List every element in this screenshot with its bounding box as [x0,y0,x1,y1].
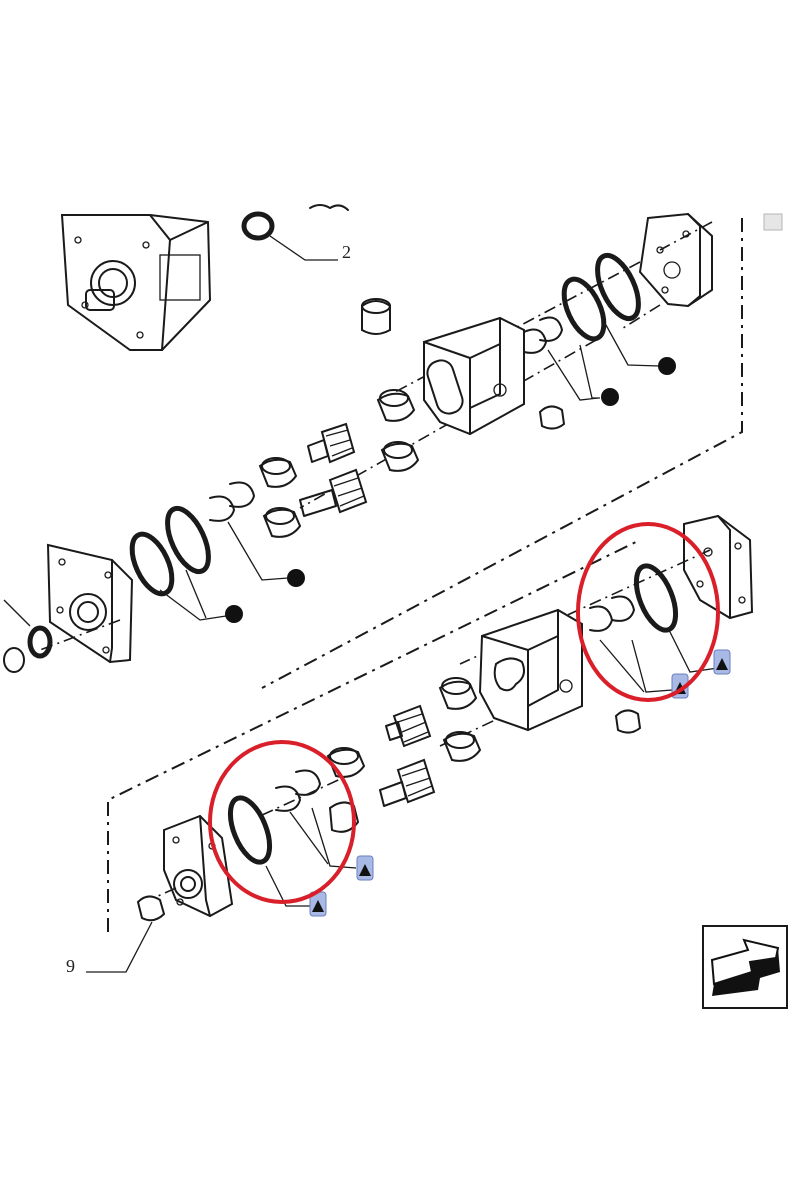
lower-axis-1 [459,549,711,665]
highlight-circle-right [576,522,720,702]
triangle-marker-icon [356,855,374,881]
upper-front-clip-b [209,495,235,522]
upper-seal-ring-b [561,276,607,342]
upper-front-axis [39,619,121,651]
lower-clip-a [611,595,635,622]
lower-frame-line [107,539,641,932]
upper-small-plug [538,405,566,430]
leader-dot-2 [579,344,600,399]
leader-line-9 [86,921,153,973]
lower-front-clip-a [295,769,321,796]
upper-gear-set [258,389,420,538]
leader-dot-2b [547,349,599,401]
upper-front-clip-a [229,481,255,508]
leader-tri-2 [631,639,673,693]
oring-part-2 [241,211,275,241]
lower-front-ring [227,795,273,865]
lower-rear-cover [683,514,754,620]
partial-part-top [309,204,349,211]
upper-assembly: 2 [3,204,743,689]
triangle-marker-icon [713,649,731,675]
upper-clip-b [523,328,547,354]
leader-dot-3 [227,521,289,581]
upper-clip-a [539,316,563,342]
leader-tri-1 [667,627,719,673]
lower-gear-set [326,677,482,833]
dot-marker-icon [287,569,305,587]
upper-frame-line [261,218,743,689]
upper-rear-cover [638,212,713,308]
leader-line-2 [269,235,338,261]
callout-2: 2 [342,242,351,262]
lower-front-flange [163,814,234,918]
leader-dot-4b [185,569,207,619]
lower-front-clip-b [275,785,301,812]
upper-front-ring-b [129,531,175,597]
leader-dot-1 [605,324,661,367]
dot-marker-icon [658,357,676,375]
leader-dot-4 [159,589,227,621]
lower-assembly: 9 [66,514,754,976]
back-arrow-icon [710,938,780,996]
upper-plug [361,300,391,335]
upper-mount-flange [60,214,211,351]
leader-tri-3b [289,811,329,865]
triangle-marker-icon [309,891,327,917]
panel-toggle-button[interactable] [763,213,783,231]
lower-small-plug [614,709,642,734]
lower-clip-b [589,605,613,632]
leader-left [3,599,31,627]
upper-seal-ring-a [595,252,641,322]
upper-front-ring-a [165,505,211,575]
upper-seal-washer [27,625,53,659]
upper-clip-far [3,647,25,673]
upper-pump-body [423,316,525,436]
lower-seal-part-9 [136,895,166,922]
lower-seal-ring [633,563,679,633]
back-arrow-button[interactable] [702,925,788,1009]
lower-pump-body [478,608,583,732]
leader-tri-2b [599,639,645,693]
callout-9: 9 [66,956,75,976]
highlight-circle-left [208,740,356,904]
leader-tri-3 [311,807,357,869]
leader-tri-4 [265,865,310,907]
dot-marker-icon [601,388,619,406]
dot-marker-icon [225,605,243,623]
upper-front-flange [46,543,134,664]
